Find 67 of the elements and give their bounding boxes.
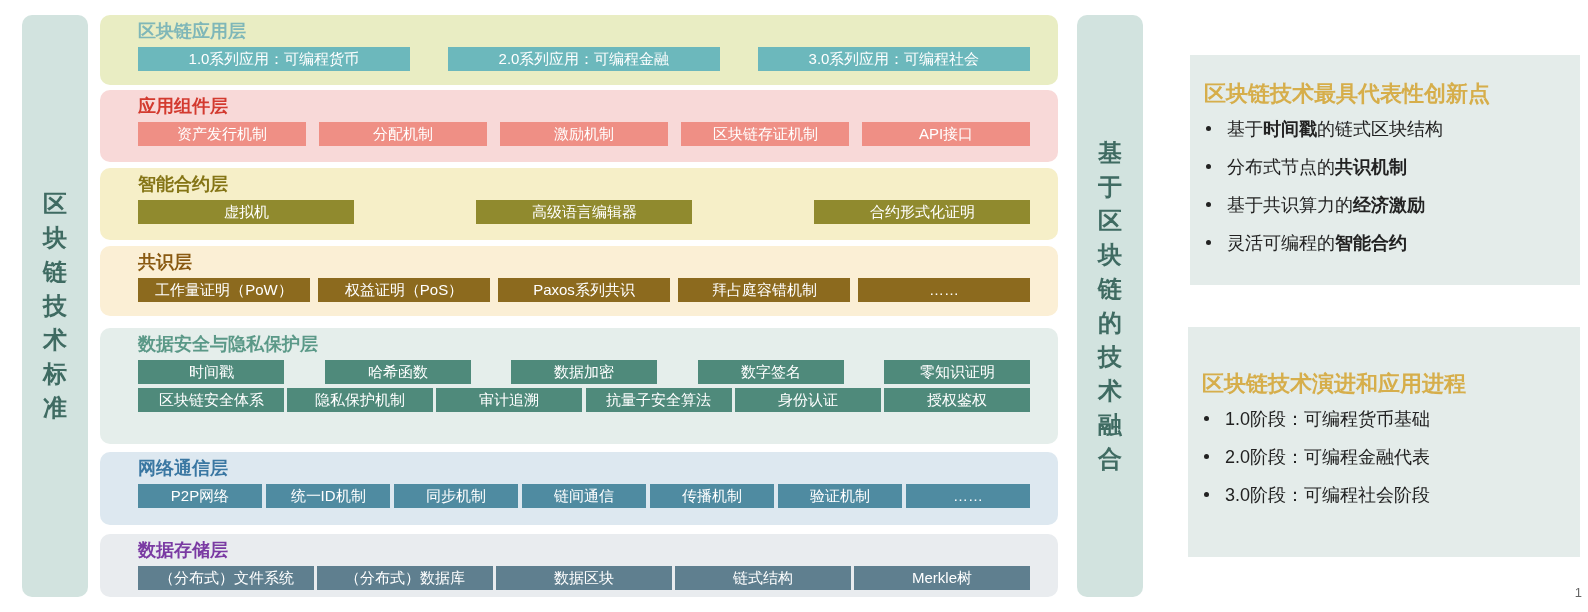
layer-item: 区块链存证机制 bbox=[681, 122, 849, 146]
layer-item: 数字签名 bbox=[697, 360, 844, 384]
layer-item: （分布式）数据库 bbox=[317, 566, 493, 590]
layer-item: 隐私保护机制 bbox=[287, 388, 434, 412]
layer-title: 智能合约层 bbox=[138, 173, 228, 196]
layer-item: 高级语言编辑器 bbox=[476, 200, 692, 224]
layer-item: 授权鉴权 bbox=[883, 388, 1030, 412]
layer-item: 1.0系列应用：可编程货币 bbox=[138, 47, 410, 71]
layer-item: 抗量子安全算法 bbox=[585, 388, 732, 412]
layer-item: P2P网络 bbox=[138, 484, 262, 508]
layer-item: 数据区块 bbox=[496, 566, 672, 590]
bullet-item: 基于时间戳的链式区块结构 bbox=[1227, 119, 1443, 139]
layer-item: 零知识证明 bbox=[884, 360, 1030, 384]
layer-item: 虚拟机 bbox=[138, 200, 354, 224]
vertical-band: 基于区块链的技术融合 bbox=[1077, 15, 1143, 597]
layer-item: 权益证明（PoS） bbox=[318, 278, 490, 302]
layer-panel bbox=[100, 328, 1058, 444]
layer-item: 链间通信 bbox=[522, 484, 646, 508]
layer-item: 身份认证 bbox=[734, 388, 881, 412]
layer-panel bbox=[100, 168, 1058, 240]
layer-item: API接口 bbox=[862, 122, 1030, 146]
layer-panel bbox=[100, 90, 1058, 162]
card-heading: 区块链技术演进和应用进程 bbox=[1202, 370, 1466, 398]
layer-title: 数据存储层 bbox=[138, 539, 228, 562]
layer-item: 2.0系列应用：可编程金融 bbox=[448, 47, 720, 71]
layer-title: 共识层 bbox=[138, 251, 192, 274]
layer-item: 工作量证明（PoW） bbox=[138, 278, 310, 302]
layer-item: 合约形式化证明 bbox=[814, 200, 1030, 224]
layer-item: 数据加密 bbox=[511, 360, 657, 384]
layer-item: 同步机制 bbox=[394, 484, 518, 508]
info-card bbox=[1190, 55, 1580, 285]
layer-item: 区块链安全体系 bbox=[138, 388, 284, 412]
layer-item: 统一ID机制 bbox=[266, 484, 390, 508]
layer-item: Paxos系列共识 bbox=[498, 278, 670, 302]
layer-title: 区块链应用层 bbox=[138, 20, 246, 43]
layer-item: 时间戳 bbox=[138, 360, 284, 384]
bullet-item: 3.0阶段：可编程社会阶段 bbox=[1225, 485, 1431, 505]
layer-item: （分布式）文件系统 bbox=[138, 566, 314, 590]
layer-title: 网络通信层 bbox=[138, 457, 228, 480]
layer-title: 应用组件层 bbox=[138, 95, 228, 118]
card-heading: 区块链技术最具代表性创新点 bbox=[1204, 80, 1490, 108]
layer-panel bbox=[100, 452, 1058, 525]
info-card bbox=[1188, 327, 1580, 557]
layer-item: 链式结构 bbox=[675, 566, 851, 590]
layer-item: Merkle树 bbox=[854, 566, 1030, 590]
layer-item: …… bbox=[858, 278, 1030, 302]
layer-panel bbox=[100, 534, 1058, 597]
vertical-band: 区块链技术标准 bbox=[22, 15, 88, 597]
layer-item: 资产发行机制 bbox=[138, 122, 306, 146]
bullet-item: 1.0阶段：可编程货币基础 bbox=[1225, 409, 1431, 429]
layer-item: 激励机制 bbox=[500, 122, 668, 146]
layer-item: 传播机制 bbox=[650, 484, 774, 508]
layer-item: 3.0系列应用：可编程社会 bbox=[758, 47, 1030, 71]
layer-title: 数据安全与隐私保护层 bbox=[138, 333, 318, 356]
layer-panel bbox=[100, 246, 1058, 316]
bullet-item: 分布式节点的共识机制 bbox=[1227, 157, 1407, 177]
layer-panel bbox=[100, 15, 1058, 85]
page-number: 1 bbox=[1574, 585, 1582, 600]
layer-item: …… bbox=[906, 484, 1030, 508]
layer-item: 分配机制 bbox=[319, 122, 487, 146]
bullet-item: 2.0阶段：可编程金融代表 bbox=[1225, 447, 1431, 467]
bullet-item: 灵活可编程的智能合约 bbox=[1227, 233, 1407, 253]
bullet-item: 基于共识算力的经济激励 bbox=[1227, 195, 1425, 215]
layer-item: 哈希函数 bbox=[324, 360, 471, 384]
layer-item: 审计追溯 bbox=[436, 388, 583, 412]
layer-item: 验证机制 bbox=[778, 484, 902, 508]
layer-item: 拜占庭容错机制 bbox=[678, 278, 850, 302]
